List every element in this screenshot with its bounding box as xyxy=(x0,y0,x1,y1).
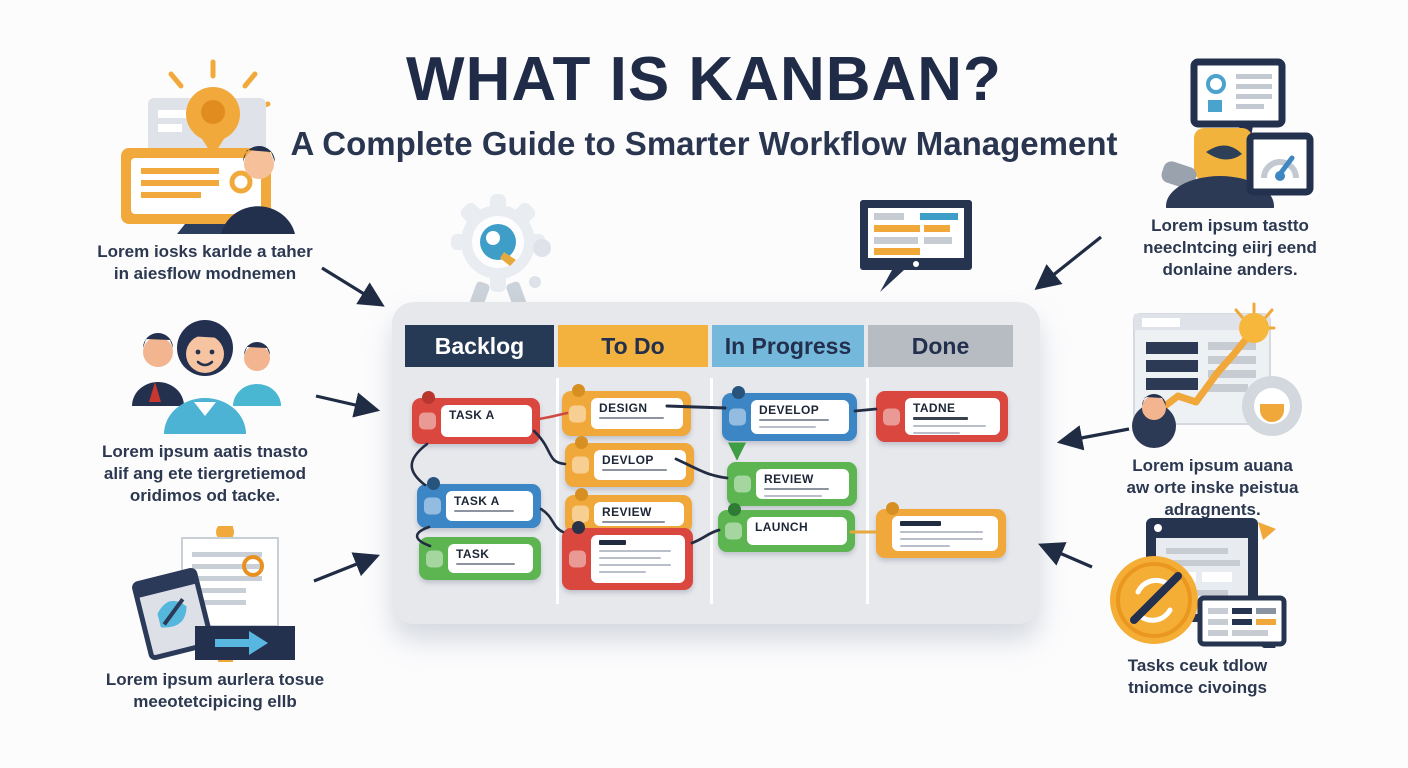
card-pin-icon xyxy=(732,386,745,399)
idea-monitor-icon xyxy=(120,59,295,234)
right-item-3: Tasks ceuk tdlow tniomce civoings xyxy=(1055,516,1340,699)
card-tag-icon xyxy=(729,408,746,426)
kanban-card-inprogress-2: REVIEW xyxy=(727,462,857,506)
speech-bubble-monitor-icon xyxy=(860,200,972,292)
column-header-backlog: Backlog xyxy=(405,325,554,367)
card-tag-icon xyxy=(419,412,436,430)
column-divider xyxy=(866,378,869,604)
page-title: WHAT IS KANBAN? xyxy=(406,45,1002,114)
right-item-1-caption: Lorem ipsum tastto neeclntcing eiirj een… xyxy=(1143,216,1317,279)
kanban-card-todo-4 xyxy=(562,521,693,590)
planning-clipboard-icon xyxy=(132,523,295,662)
left-item-1-caption: Lorem iosks karlde a taher in aiesflow m… xyxy=(97,242,313,283)
kanban-card-backlog-2: TASK A xyxy=(417,477,541,528)
card-tag-icon xyxy=(424,497,441,515)
card-tag-icon xyxy=(569,405,586,422)
column-divider xyxy=(556,378,559,604)
card-pin-icon xyxy=(728,503,741,516)
card-tag-icon xyxy=(883,408,900,425)
left-item-3-caption: Lorem ipsum aurlera tosue meeotetcipicin… xyxy=(105,670,325,711)
card-pin-icon xyxy=(427,477,440,490)
left-item-2-caption: Lorem ipsum aatis tnasto alif ang ete ti… xyxy=(102,442,308,505)
page-subtitle: A Complete Guide to Smarter Workflow Man… xyxy=(290,125,1118,162)
kanban-card-todo-1: DESIGN xyxy=(562,384,691,436)
kanban-card-todo-3: REVIEW xyxy=(565,488,692,533)
gear-icon xyxy=(451,194,551,313)
card-tag-icon xyxy=(426,550,443,567)
review-person-icon xyxy=(1161,58,1314,236)
left-item-2: Lorem ipsum aatis tnasto alif ang ete ti… xyxy=(60,310,350,506)
left-item-3: Lorem ipsum aurlera tosue meeotetcipicin… xyxy=(70,523,360,713)
card-pin-icon xyxy=(886,502,899,515)
column-header-inprogress: In Progress xyxy=(712,325,864,367)
column-divider xyxy=(710,378,713,604)
team-icon xyxy=(132,320,281,434)
right-item-2-caption: Lorem ipsum auana aw orte inske peistua … xyxy=(1126,456,1299,519)
card-tag-icon xyxy=(569,550,586,568)
page-header: WHAT IS KANBAN? A Complete Guide to Smar… xyxy=(0,44,1408,163)
card-pin-icon xyxy=(422,391,435,404)
right-item-2: Lorem ipsum auana aw orte inske peistua … xyxy=(1070,296,1355,520)
kanban-card-backlog-3: TASK xyxy=(419,537,541,580)
kanban-card-inprogress-1: DEVELOP xyxy=(722,386,857,441)
card-tag-icon xyxy=(734,475,751,493)
column-header-todo: To Do xyxy=(558,325,708,367)
card-tag-icon xyxy=(725,522,742,540)
growth-chart-icon xyxy=(1131,302,1302,448)
card-pin-icon xyxy=(575,488,588,501)
kanban-card-todo-2: DEVLOP xyxy=(565,436,694,487)
left-item-1: Lorem iosks karlde a taher in aiesflow m… xyxy=(55,58,355,285)
column-header-done: Done xyxy=(868,325,1013,367)
kanban-card-done-2 xyxy=(876,502,1006,558)
kanban-card-backlog-1: TASK A xyxy=(412,391,540,444)
card-pin-icon xyxy=(572,384,585,397)
card-pin-icon xyxy=(575,436,588,449)
kanban-card-inprogress-3: LAUNCH xyxy=(718,503,855,552)
card-pin-icon xyxy=(572,521,585,534)
card-tag-icon xyxy=(572,456,589,474)
card-tag-icon xyxy=(572,505,589,523)
task-update-icon xyxy=(1109,518,1286,655)
right-item-3-caption: Tasks ceuk tdlow tniomce civoings xyxy=(1127,656,1268,697)
right-item-1: Lorem ipsum tastto neeclntcing eiirj een… xyxy=(1085,56,1375,280)
kanban-card-done-1: TADNE xyxy=(876,391,1008,442)
